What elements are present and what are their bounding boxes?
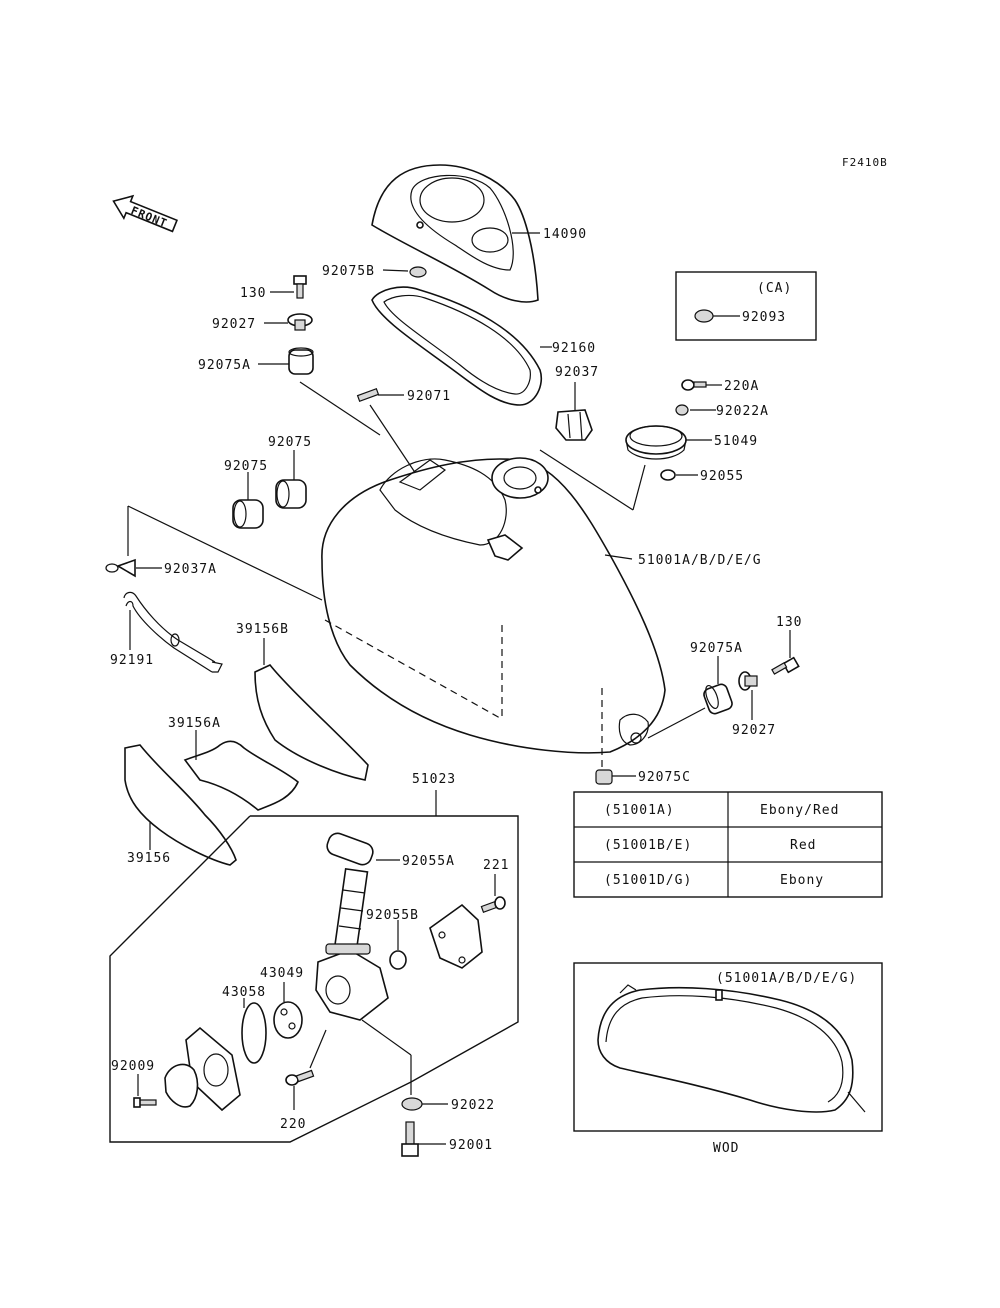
callout-39156: 39156	[127, 851, 171, 866]
callout-92009: 92009	[111, 1059, 155, 1074]
callout-51023: 51023	[412, 772, 456, 787]
oring-92055	[660, 469, 676, 481]
callout-92075a-right: 92075A	[690, 641, 743, 656]
tap-lever	[164, 1063, 199, 1108]
damper-92075a-right	[703, 683, 733, 715]
callout-92022a: 92022A	[716, 404, 769, 419]
table-row-code: (51001B/E)	[604, 838, 692, 853]
wod-box: (51001A/B/D/E/G)	[573, 962, 883, 1132]
callout-220: 220	[280, 1117, 306, 1132]
pad-39156a	[183, 740, 299, 811]
screw-221	[480, 896, 506, 913]
screw-220	[285, 1069, 315, 1086]
callout-221: 221	[483, 858, 509, 873]
callout-92027-right: 92027	[732, 723, 776, 738]
callout-92055b: 92055B	[366, 908, 419, 923]
fuel-tap-body	[315, 867, 389, 1021]
table-row-code: (51001A)	[604, 803, 675, 818]
damper-92075-left	[232, 499, 264, 529]
gasket-92055a	[326, 832, 374, 866]
ca-box-title: (CA)	[757, 281, 792, 296]
callout-130-right: 130	[776, 615, 802, 630]
ca-box-part: 92093	[742, 310, 786, 325]
color-table: (51001A) Ebony/Red (51001B/E) Red (51001…	[573, 791, 883, 898]
callout-92071: 92071	[407, 389, 451, 404]
callout-14090: 14090	[543, 227, 587, 242]
clamp-92037	[555, 409, 593, 441]
oring-43058	[241, 1002, 267, 1064]
callout-92075b: 92075B	[322, 264, 375, 279]
callout-92037: 92037	[555, 365, 599, 380]
washer-92022	[401, 1097, 423, 1111]
pad-39156b	[254, 664, 369, 781]
callout-130-top: 130	[240, 286, 266, 301]
hose-92191	[123, 591, 223, 673]
callout-92075-b: 92075	[268, 435, 312, 450]
callout-51049: 51049	[714, 434, 758, 449]
bolt-92001	[401, 1121, 419, 1157]
damper-92075a-top	[288, 347, 314, 375]
screw-220a	[681, 379, 707, 391]
wod-caption: WOD	[713, 1141, 739, 1156]
callout-92037a: 92037A	[164, 562, 217, 577]
table-row-color: Red	[790, 838, 816, 853]
callout-92191: 92191	[110, 653, 154, 668]
callout-92160: 92160	[552, 341, 596, 356]
clip-92037a	[105, 558, 136, 578]
collar-92027-top	[287, 313, 313, 331]
callout-92022: 92022	[451, 1098, 495, 1113]
table-row-color: Ebony/Red	[760, 803, 839, 818]
bolt-130-right	[771, 656, 800, 675]
screw-92009	[133, 1097, 157, 1108]
callout-220a: 220A	[724, 379, 759, 394]
oring-92055b	[389, 950, 407, 970]
table-row-color: Ebony	[780, 873, 824, 888]
callout-39156b: 39156B	[236, 622, 289, 637]
damper-92075-right	[275, 479, 307, 509]
nut-92093-icon	[694, 309, 714, 323]
front-arrow-icon: FRONT	[112, 194, 178, 233]
fuel-tank-51001	[321, 457, 666, 754]
callout-92055a: 92055A	[402, 854, 455, 869]
grommet-92075b	[409, 266, 427, 278]
callout-43058: 43058	[222, 985, 266, 1000]
tap-cover-plate	[429, 903, 483, 969]
callout-92055: 92055	[700, 469, 744, 484]
callout-92075c: 92075C	[638, 770, 691, 785]
callout-43049: 43049	[260, 966, 304, 981]
collar-92027-right	[738, 671, 758, 691]
gasket-92160	[371, 286, 542, 406]
wod-box-title: (51001A/B/D/E/G)	[716, 971, 857, 986]
callout-92075-a: 92075	[224, 459, 268, 474]
front-arrow-label: FRONT	[129, 204, 169, 230]
callout-92075a-top: 92075A	[198, 358, 251, 373]
callout-51001: 51001A/B/D/E/G	[638, 553, 762, 568]
fuel-tap-assembly-box	[109, 815, 519, 1143]
cap-51049	[625, 425, 687, 460]
instrument-cover-part	[371, 164, 539, 303]
bolt-130-top	[293, 275, 307, 299]
washer-92022a	[675, 404, 689, 416]
pad-39156	[124, 744, 237, 866]
callout-39156a: 39156A	[168, 716, 221, 731]
pin-92071	[356, 387, 380, 403]
table-row-code: (51001D/G)	[604, 873, 692, 888]
ca-box	[675, 271, 817, 341]
figure-code: F2410B	[842, 156, 888, 169]
callout-92027-top: 92027	[212, 317, 256, 332]
lever-seal-43049	[273, 1001, 303, 1039]
callout-92001: 92001	[449, 1138, 493, 1153]
grommet-92075c	[595, 769, 613, 785]
